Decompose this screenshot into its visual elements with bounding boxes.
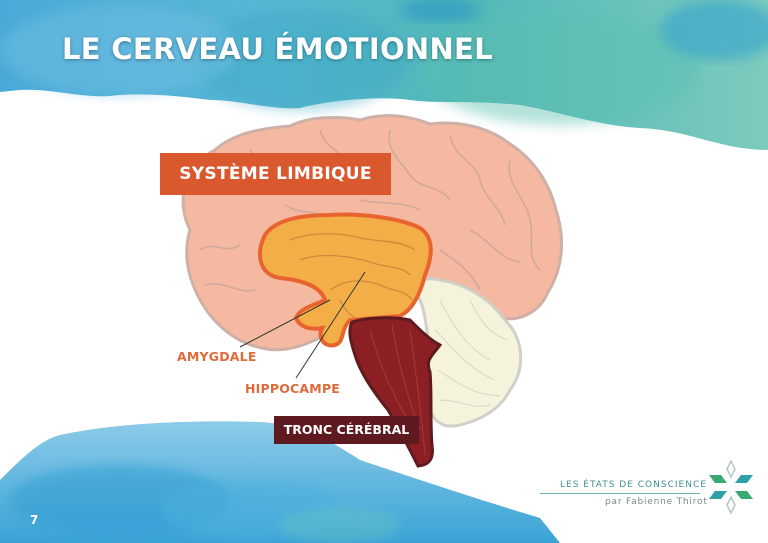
amygdala-label: AMYGDALE bbox=[177, 349, 257, 364]
watercolor-header-background bbox=[0, 0, 768, 150]
amygdala-leader-line bbox=[239, 299, 331, 348]
page-number: 7 bbox=[30, 513, 39, 527]
logo-divider bbox=[540, 493, 700, 494]
snowflake-logo-icon bbox=[709, 459, 753, 515]
limbic-system-shape bbox=[258, 212, 433, 348]
brainstem-label: TRONC CÉRÉBRAL bbox=[274, 416, 419, 444]
hippocampus-leader-line bbox=[295, 271, 366, 379]
cerebellum-shape bbox=[414, 277, 523, 428]
brand-author: par Fabienne Thirot bbox=[605, 497, 708, 507]
slide-title: LE CERVEAU ÉMOTIONNEL bbox=[62, 32, 493, 66]
limbic-system-label: SYSTÈME LIMBIQUE bbox=[160, 153, 391, 195]
brand-name: LES ÉTATS DE CONSCIENCE bbox=[560, 480, 707, 490]
hippocampus-label: HIPPOCAMPE bbox=[245, 381, 341, 396]
watercolor-footer-background bbox=[0, 421, 560, 543]
